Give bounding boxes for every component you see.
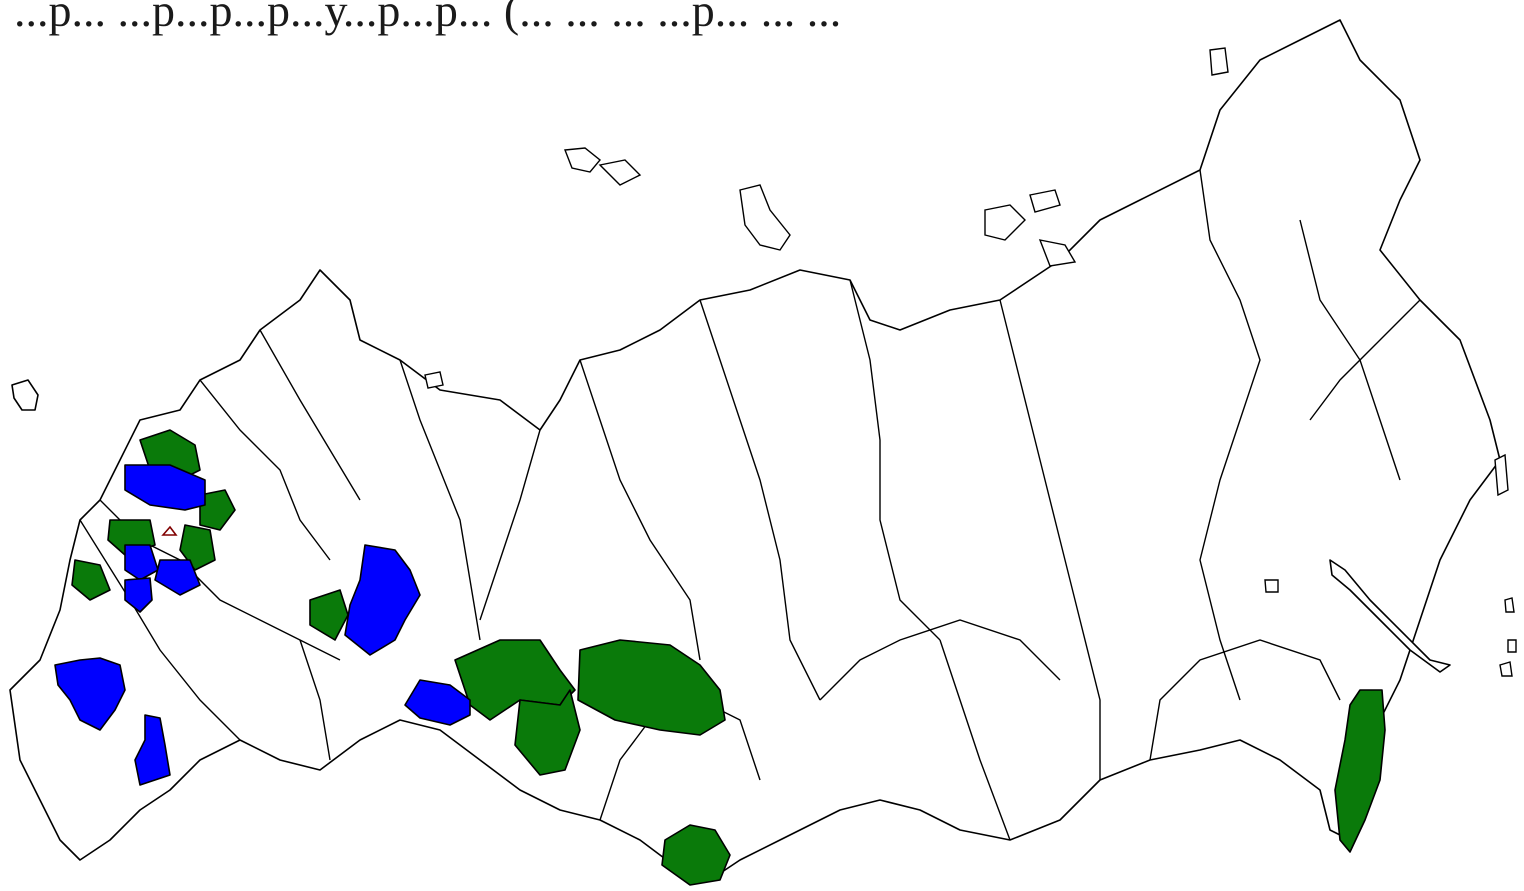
green-regions [71, 429, 1386, 886]
moscow-city-marker [161, 525, 178, 536]
region-green-primorye [1334, 689, 1386, 853]
region-blue-leningrad [124, 464, 206, 511]
region-blue-chelyabinsk-kurgan [404, 679, 471, 726]
region-green-altai [661, 824, 731, 886]
region-green-smolensk [71, 559, 111, 601]
kuril-islands [1494, 453, 1517, 677]
region-blue-stavropol [134, 714, 171, 786]
region-blue-perm-bashkortostan [344, 544, 421, 656]
region-green-omsk [514, 689, 581, 776]
region-blue-tula [124, 577, 153, 613]
region-blue-moscow-area [124, 544, 159, 581]
region-green-tomsk-novosibirsk [577, 639, 726, 736]
region-blue-vladimir [154, 559, 201, 596]
map-caption: ...р... ...р...р...р...у...р...р... (...… [14, 0, 842, 36]
sakhalin-island [1329, 559, 1451, 673]
region-green-udmurtia [309, 589, 349, 641]
region-borders [79, 169, 1421, 841]
region-green-yaroslavl [179, 524, 216, 571]
kaliningrad-exclave [11, 379, 39, 411]
country-outline [9, 19, 1501, 881]
blue-regions [54, 464, 471, 786]
region-green-vologda [199, 489, 236, 531]
arctic-islands [424, 47, 1279, 593]
region-blue-rostov [54, 657, 126, 731]
